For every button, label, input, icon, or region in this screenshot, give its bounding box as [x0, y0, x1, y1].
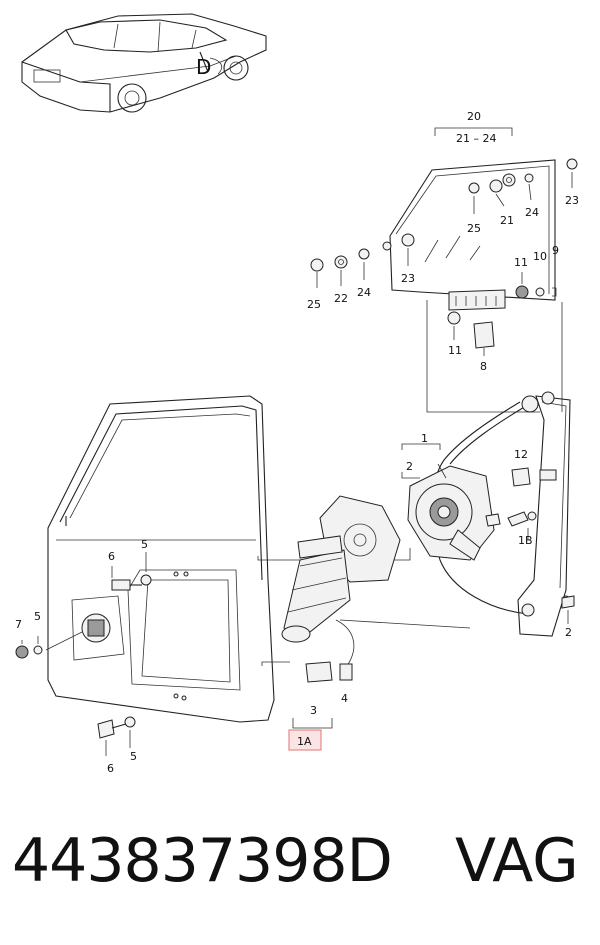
callout-6-top: 6 — [108, 550, 115, 563]
callout-22: 22 — [334, 292, 348, 305]
glass-fasteners-upper — [468, 158, 578, 214]
glass-clamp-rail — [447, 272, 557, 356]
callout-4: 4 — [341, 692, 348, 705]
callout-21-24: 21 – 24 — [456, 132, 497, 145]
door-panel — [47, 395, 275, 723]
callout-1A: 1A — [297, 735, 312, 748]
car-thumbnail: D — [21, 13, 267, 113]
window-regulator — [407, 391, 575, 637]
callout-23-left: 23 — [401, 272, 415, 285]
callout-9: 9 — [552, 244, 559, 257]
callout-1B: 1B — [518, 534, 533, 547]
callout-20: 20 — [467, 110, 481, 123]
window-glass — [389, 127, 556, 301]
window-motor — [281, 495, 401, 683]
callout-11-bottom: 11 — [448, 344, 462, 357]
callout-21: 21 — [500, 214, 514, 227]
callout-25: 25 — [467, 222, 481, 235]
callout-7: 7 — [15, 618, 22, 631]
callout-1: 1 — [421, 432, 428, 445]
glass-fasteners-left — [310, 233, 415, 288]
callout-3: 3 — [310, 704, 317, 717]
callout-1A-highlight — [288, 729, 322, 751]
footer: 443837398D VAG — [0, 820, 600, 920]
callout-2-bottom: 2 — [565, 626, 572, 639]
exploded-parts-diagram: D — [15, 13, 579, 775]
callout-5-left: 5 — [34, 610, 41, 623]
part-number: 443837398D — [12, 826, 393, 896]
callout-23-right: 23 — [565, 194, 579, 207]
callout-8: 8 — [480, 360, 487, 373]
callout-10: 10 — [533, 250, 547, 263]
callout-2-top: 2 — [406, 460, 413, 473]
callout-24: 24 — [525, 206, 539, 219]
svg-text:D: D — [196, 55, 211, 79]
callout-6-bottom: 6 — [107, 762, 114, 775]
brand-label: VAG — [455, 826, 579, 896]
callout-12: 12 — [514, 448, 528, 461]
callout-11-top: 11 — [514, 256, 528, 269]
callout-25-left: 25 — [307, 298, 321, 311]
door-fasteners — [15, 552, 152, 756]
callout-5-top: 5 — [141, 538, 148, 551]
callout-5-bottom: 5 — [130, 750, 137, 763]
callout-labels: 20 21 – 24 23 21 24 25 25 22 24 23 11 10… — [15, 110, 579, 775]
callout-24-left: 24 — [357, 286, 371, 299]
